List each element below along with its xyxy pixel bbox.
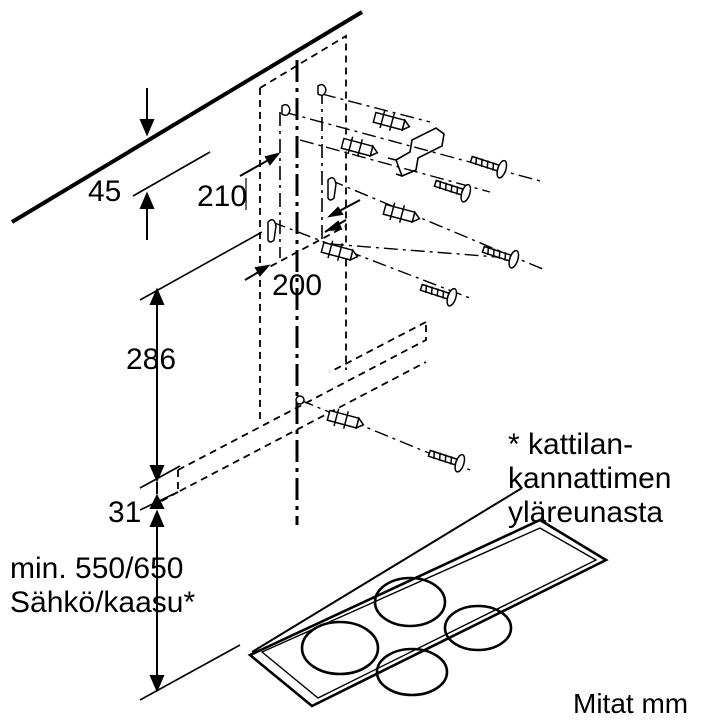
burner bbox=[375, 647, 449, 697]
cooktop bbox=[247, 487, 609, 708]
burner bbox=[443, 604, 513, 652]
keyhole-brackets bbox=[267, 83, 337, 405]
min-height-line-2: Sähkö/kaasu* bbox=[10, 586, 196, 619]
footnote-line-3: yläreunasta bbox=[508, 496, 664, 529]
dimension-45 bbox=[132, 88, 211, 240]
min-height-line-1: min. 550/650 bbox=[10, 552, 184, 585]
wall-plugs bbox=[320, 110, 421, 430]
dimension-200 bbox=[244, 219, 347, 281]
footnote-line-1: * kattilan- bbox=[508, 428, 634, 461]
dimension-31 bbox=[139, 482, 179, 511]
footnote-line-2: kannattimen bbox=[508, 462, 672, 495]
dimension-210 bbox=[239, 152, 361, 218]
min-height-label: min. 550/650 Sähkö/kaasu* bbox=[10, 552, 195, 620]
dimension-286 bbox=[139, 231, 263, 489]
units-label: Mitat mm bbox=[573, 688, 689, 719]
dimension-45-label: 45 bbox=[88, 175, 122, 208]
dimension-286-label: 286 bbox=[126, 343, 177, 376]
dimension-210-label: 210 bbox=[197, 180, 248, 213]
hood-outline bbox=[159, 321, 427, 503]
screws bbox=[419, 155, 520, 473]
ceiling-line bbox=[10, 10, 364, 224]
burner bbox=[373, 576, 447, 628]
burner bbox=[300, 620, 380, 676]
mounting-bracket bbox=[387, 127, 445, 178]
dimension-31-label: 31 bbox=[108, 496, 142, 529]
dimension-min-height bbox=[139, 509, 241, 701]
dimension-200-label: 200 bbox=[272, 269, 323, 302]
duct-outline bbox=[259, 34, 347, 420]
footnote: * kattilan- kannattimen yläreunasta bbox=[508, 428, 671, 530]
